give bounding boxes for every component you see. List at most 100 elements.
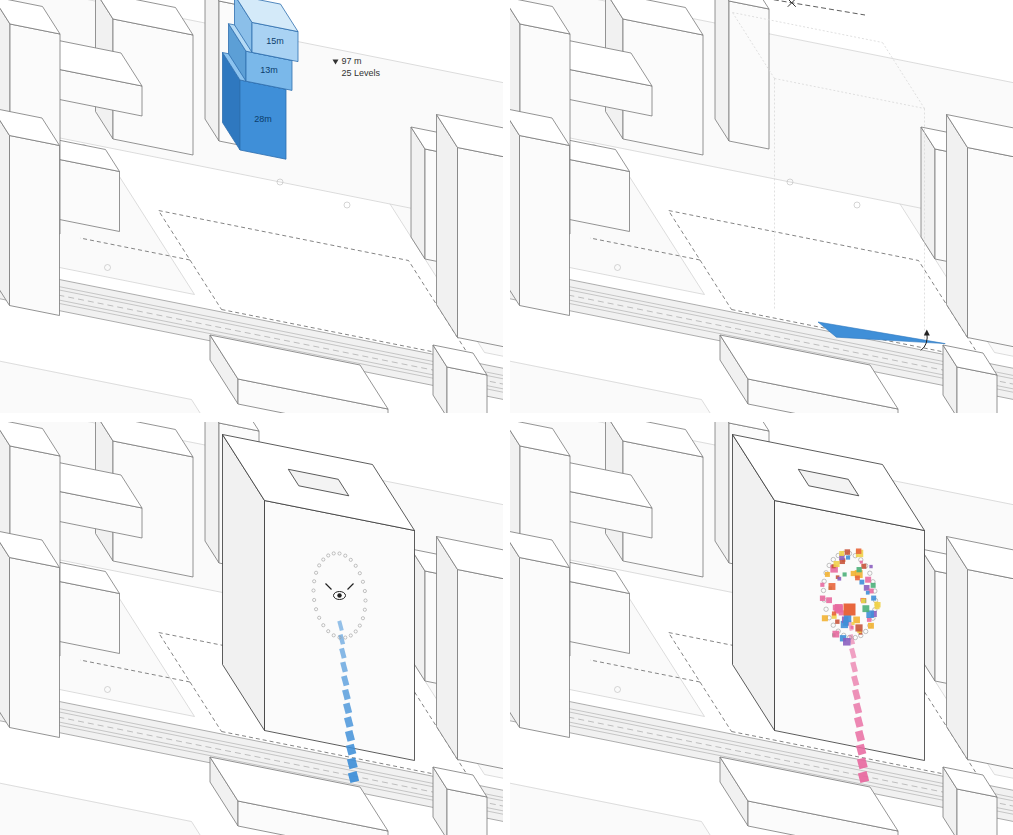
view-stream [853,703,862,714]
view-oval [338,636,341,639]
building [205,422,219,563]
building [715,0,729,141]
building [520,136,570,316]
panel-content [0,422,503,835]
view-stream [345,730,355,742]
height-label: 97 m [342,57,362,67]
view-oval [361,580,364,583]
rotation-wedge [818,322,945,344]
tower-outline [733,13,775,79]
panel [225,347,1013,835]
site-link [80,660,190,682]
building [437,115,458,338]
activity-tile [839,551,844,556]
tree [787,179,793,185]
panel-content [0,0,503,413]
activity-tile [834,561,840,567]
view-oval [314,571,317,574]
building [437,537,504,588]
building [606,0,704,35]
building [60,582,120,654]
view-stream [347,757,358,769]
activity-tile [851,622,854,625]
tower-outline [733,13,883,43]
building [437,115,504,166]
tree [615,265,621,271]
dimension-label: 13m [260,66,278,76]
activity-tile [862,605,869,612]
activity-tile [867,617,872,622]
building [205,0,219,141]
building [510,530,520,728]
activity-tile [861,598,866,603]
activity-tile [837,577,841,581]
activity-tile [857,567,862,572]
building [210,335,388,409]
view-axis [719,0,866,15]
view-stream [348,771,359,783]
view-stream [340,661,348,672]
building [0,530,10,728]
activity-tile [832,611,836,615]
activity-tile [826,597,832,603]
building [433,345,487,375]
activity-tile [820,596,825,601]
view-oval [868,571,872,575]
activity-tile [868,623,874,629]
activity-tile [845,549,850,554]
activity-tile [866,591,870,595]
building [458,570,504,778]
view-oval [824,607,828,611]
building [947,537,968,760]
site-link [80,238,190,260]
view-stream [851,675,859,686]
tree [105,265,111,271]
view-stream [343,703,352,714]
axis-mark [788,0,796,7]
activity-tile [843,620,849,626]
rail-line [510,240,1013,413]
tower-outline [774,79,775,309]
building [210,757,388,831]
view-oval [327,554,330,557]
view-oval [344,636,347,639]
view-oval [864,629,868,633]
building [510,108,570,146]
building [921,127,935,259]
panel-content [510,0,1013,413]
building [943,767,997,797]
building [947,115,1013,166]
view-oval [338,552,341,555]
tower-outline [924,109,925,339]
view-stream [342,689,351,700]
view-stream [850,661,858,672]
building [510,422,570,456]
tower [775,501,925,761]
view-oval [821,588,825,592]
view-oval [314,608,317,611]
building [720,335,898,409]
building [10,558,60,738]
building [510,0,570,34]
activity-tile [871,596,876,601]
tree [277,179,283,185]
activity-tile [875,602,880,607]
view-oval [327,630,330,633]
view-oval [312,589,315,592]
activity-tile [861,598,866,603]
activity-tile [851,626,854,629]
activity-tile [835,619,839,623]
rail-line [0,240,503,413]
activity-tile [820,583,824,587]
view-oval [358,624,361,627]
activity-tile [836,605,843,612]
activity-tile [855,576,860,581]
view-stream [346,744,356,756]
height-block [235,0,299,32]
tower-outline [775,79,925,109]
activity-tile [871,583,876,588]
tower [733,435,925,531]
activity-tile [846,555,850,559]
building [437,537,458,760]
